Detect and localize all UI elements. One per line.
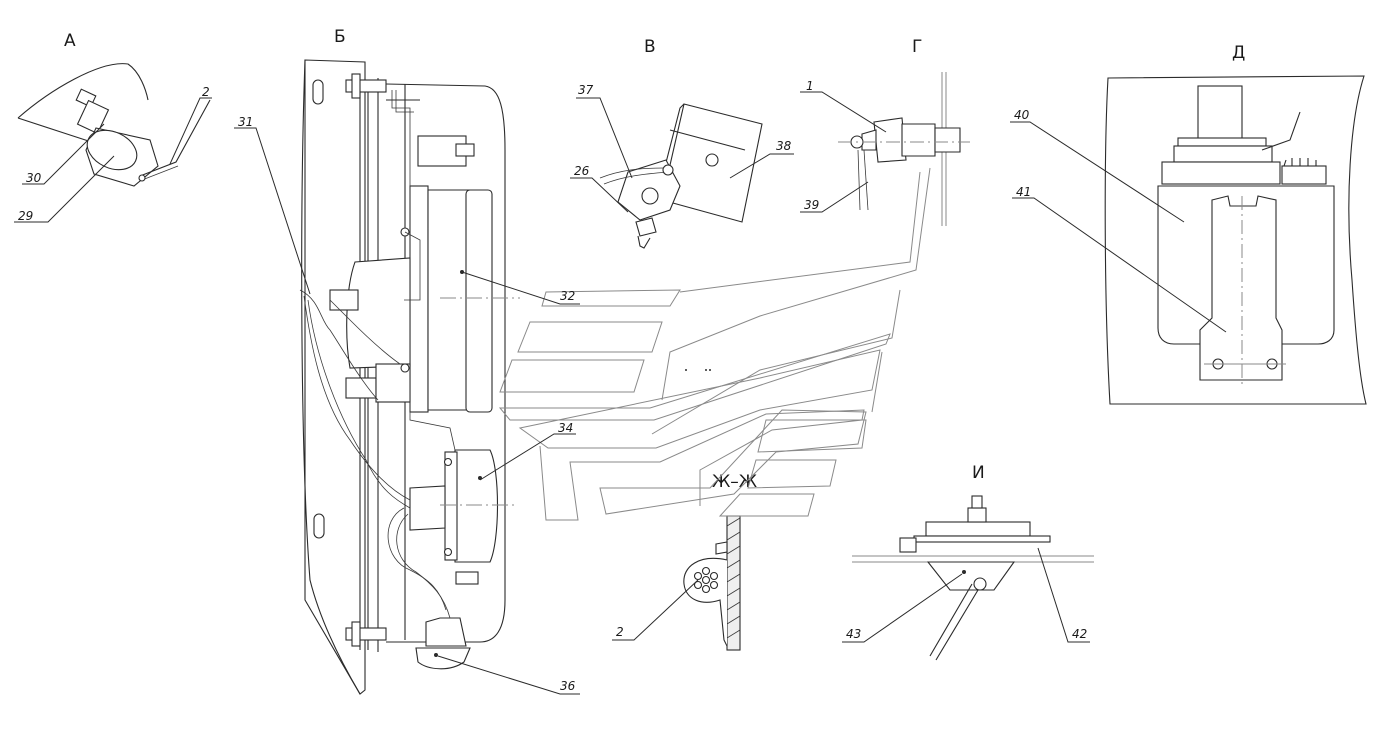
view-i-signal	[852, 495, 1094, 661]
section-label-zh: Ж–Ж	[712, 472, 757, 492]
callout-2-top: 2	[202, 85, 210, 99]
view-label-i: И	[972, 463, 985, 483]
view-b-panel	[299, 59, 520, 695]
view-d-reservoir	[1104, 75, 1367, 405]
callout-40: 40	[1014, 108, 1030, 122]
callout-34: 34	[558, 421, 573, 435]
section-zh-clip	[683, 515, 741, 651]
view-label-g: Г	[912, 37, 922, 57]
view-label-d: Д	[1232, 43, 1245, 63]
callout-30: 30	[26, 171, 42, 185]
callout-42: 42	[1072, 627, 1087, 641]
callout-41: 41	[1016, 185, 1031, 199]
view-label-v: В	[644, 37, 656, 57]
callout-36: 36	[560, 679, 576, 693]
callout-31: 31	[238, 115, 253, 129]
view-g-connector	[838, 72, 970, 226]
view-a-switch	[17, 63, 211, 187]
callout-38: 38	[776, 139, 792, 153]
callout-2-bottom: 2	[616, 625, 624, 639]
callout-1: 1	[806, 79, 814, 93]
view-v-horn	[599, 103, 763, 249]
callout-43: 43	[846, 627, 861, 641]
cab-stripe-decoration	[498, 167, 931, 521]
callout-29: 29	[18, 209, 33, 223]
view-label-b: Б	[334, 27, 346, 47]
callout-leaders	[14, 91, 1227, 695]
view-label-a: А	[64, 31, 76, 51]
callout-26: 26	[574, 164, 590, 178]
callout-32: 32	[560, 289, 575, 303]
callout-37: 37	[578, 83, 594, 97]
callout-39: 39	[804, 198, 819, 212]
